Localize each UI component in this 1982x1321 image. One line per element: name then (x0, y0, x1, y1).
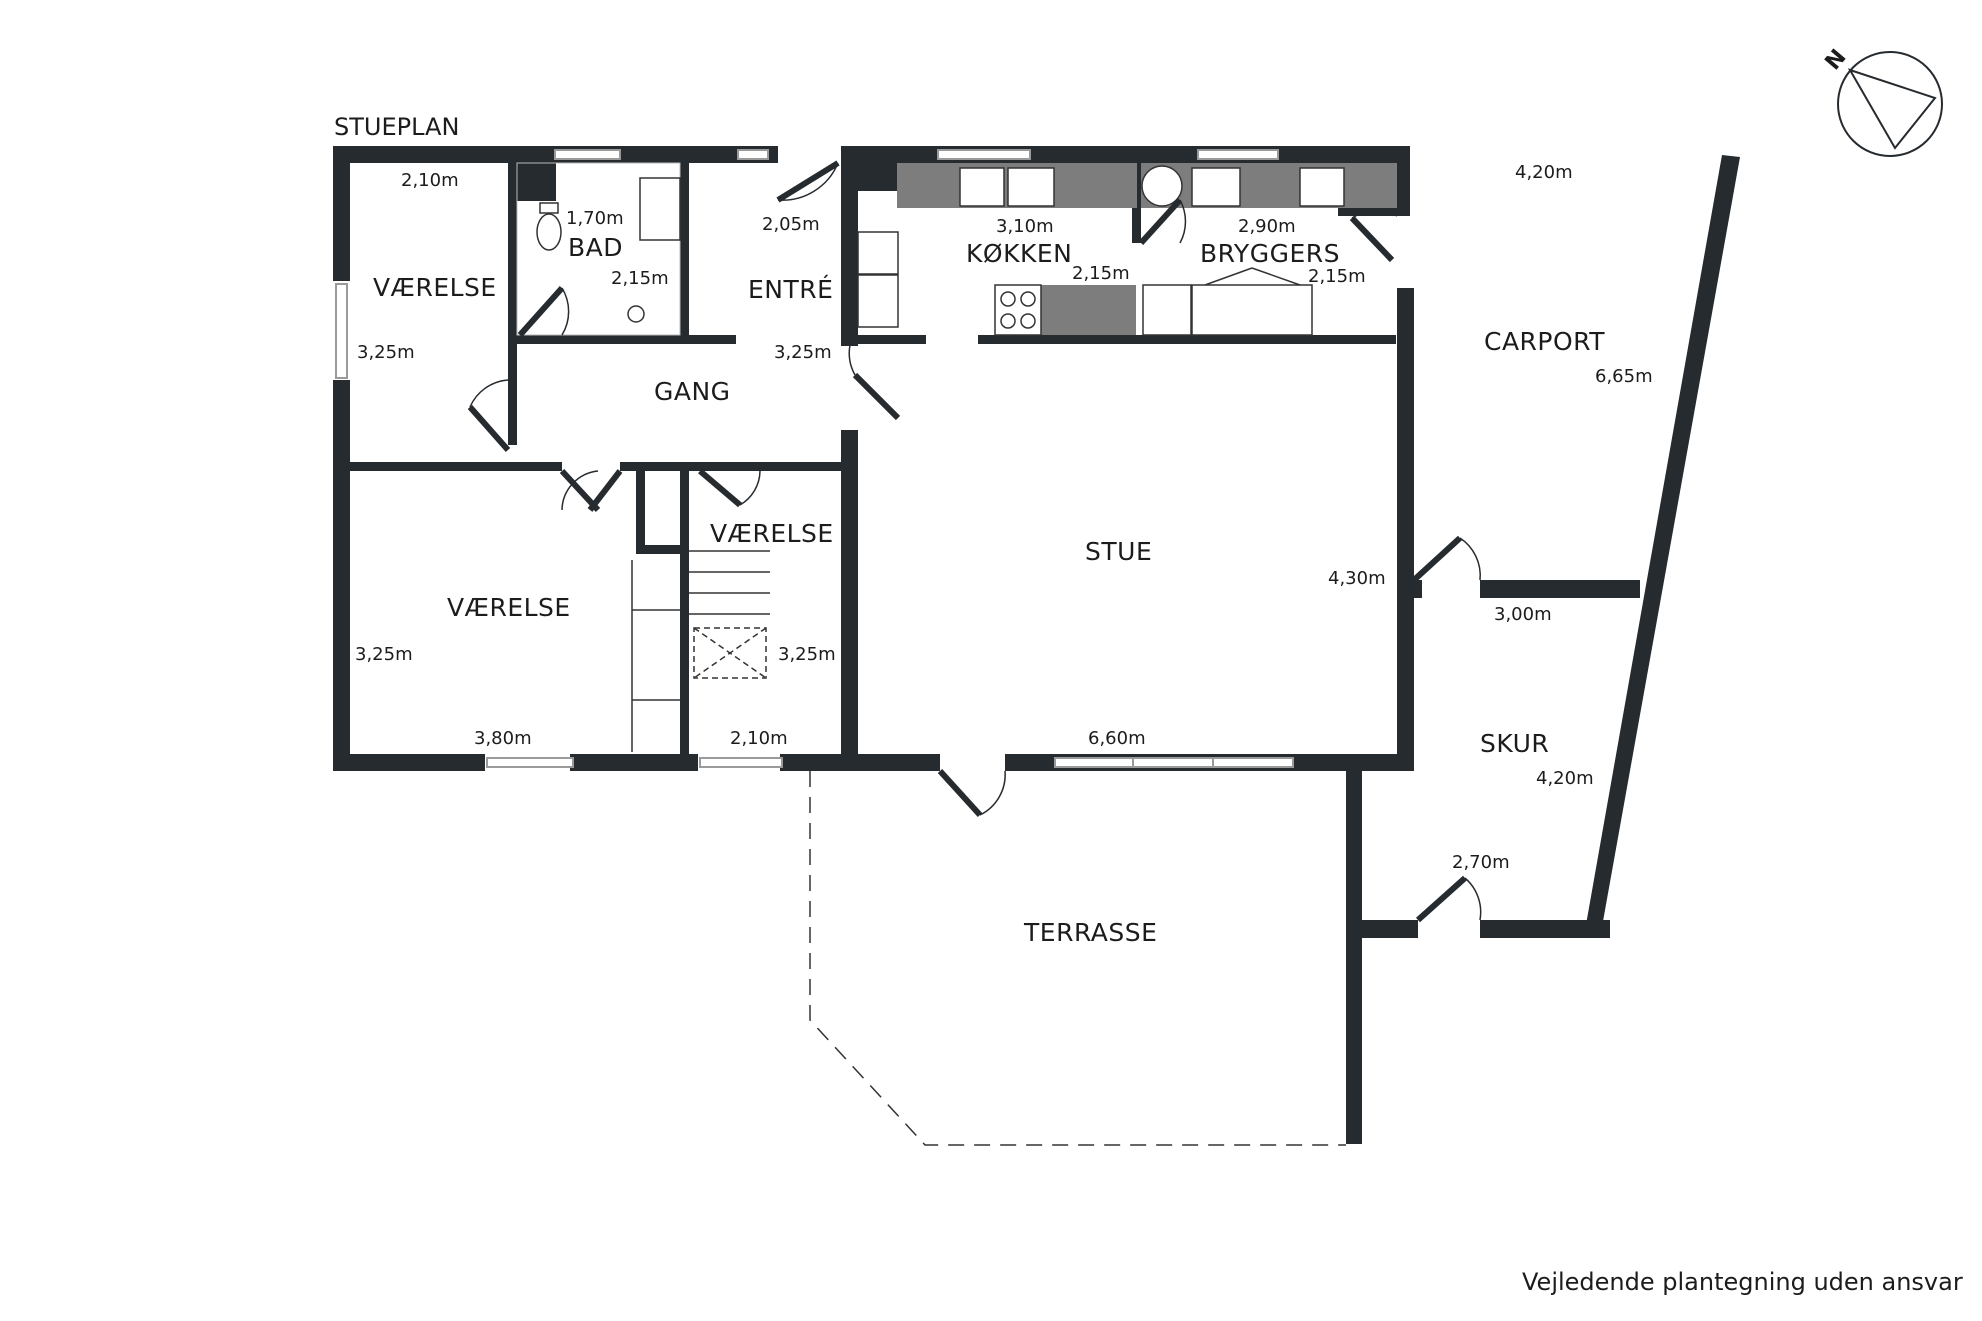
plan-title: STUEPLAN (334, 113, 459, 141)
dimension-label: 2,05m (762, 214, 820, 235)
room-label-terrasse: TERRASSE (1023, 918, 1157, 947)
dimension-label: 4,20m (1536, 768, 1594, 789)
dimension-label: 4,20m (1515, 162, 1573, 183)
room-label-stue: STUE (1085, 537, 1152, 566)
disclaimer-text: Vejledende plantegning uden ansvar (1522, 1268, 1963, 1296)
room-label-vaerelse: VÆRELSE (373, 273, 497, 302)
dimension-label: 3,25m (357, 342, 415, 363)
dimension-label: 2,15m (611, 268, 669, 289)
dimension-label: 2,15m (1308, 266, 1366, 287)
dimension-label: 1,70m (566, 208, 624, 229)
dimension-label: 6,65m (1595, 366, 1653, 387)
terrace-outline (809, 771, 1346, 1146)
room-label-entre: ENTRÉ (748, 275, 833, 304)
dimension-label: 3,10m (996, 216, 1054, 237)
dimension-label: 2,15m (1072, 263, 1130, 284)
walls (333, 146, 1640, 1144)
dimension-label: 3,25m (774, 342, 832, 363)
dimension-label: 3,00m (1494, 604, 1552, 625)
door-swings (469, 162, 1482, 921)
dimension-label: 3,25m (778, 644, 836, 665)
room-label-skur: SKUR (1480, 729, 1549, 758)
room-label-bad: BAD (568, 233, 623, 262)
compass-icon: N (1821, 45, 1943, 157)
room-label-bryggers: BRYGGERS (1200, 239, 1340, 268)
dimension-label: 2,70m (1452, 852, 1510, 873)
dimension-label: 2,10m (730, 728, 788, 749)
dimension-label: 3,80m (474, 728, 532, 749)
staircase (631, 550, 770, 752)
dimension-label: 2,90m (1238, 216, 1296, 237)
windows (335, 149, 1294, 768)
dimension-label: 6,60m (1088, 728, 1146, 749)
dimension-label: 3,25m (355, 644, 413, 665)
carport-outer-wall (1584, 155, 1740, 938)
room-label-vaerelse: VÆRELSE (447, 593, 571, 622)
room-label-gang: GANG (654, 377, 731, 406)
room-label-vaerelse: VÆRELSE (710, 519, 834, 548)
doors (467, 160, 1467, 923)
dimension-label: 2,10m (401, 170, 459, 191)
dimension-label: 4,30m (1328, 568, 1386, 589)
fixtures (516, 162, 1397, 336)
room-label-carport: CARPORT (1484, 327, 1605, 356)
room-label-koekken: KØKKEN (966, 239, 1072, 268)
compass-north-label: N (1821, 45, 1852, 75)
